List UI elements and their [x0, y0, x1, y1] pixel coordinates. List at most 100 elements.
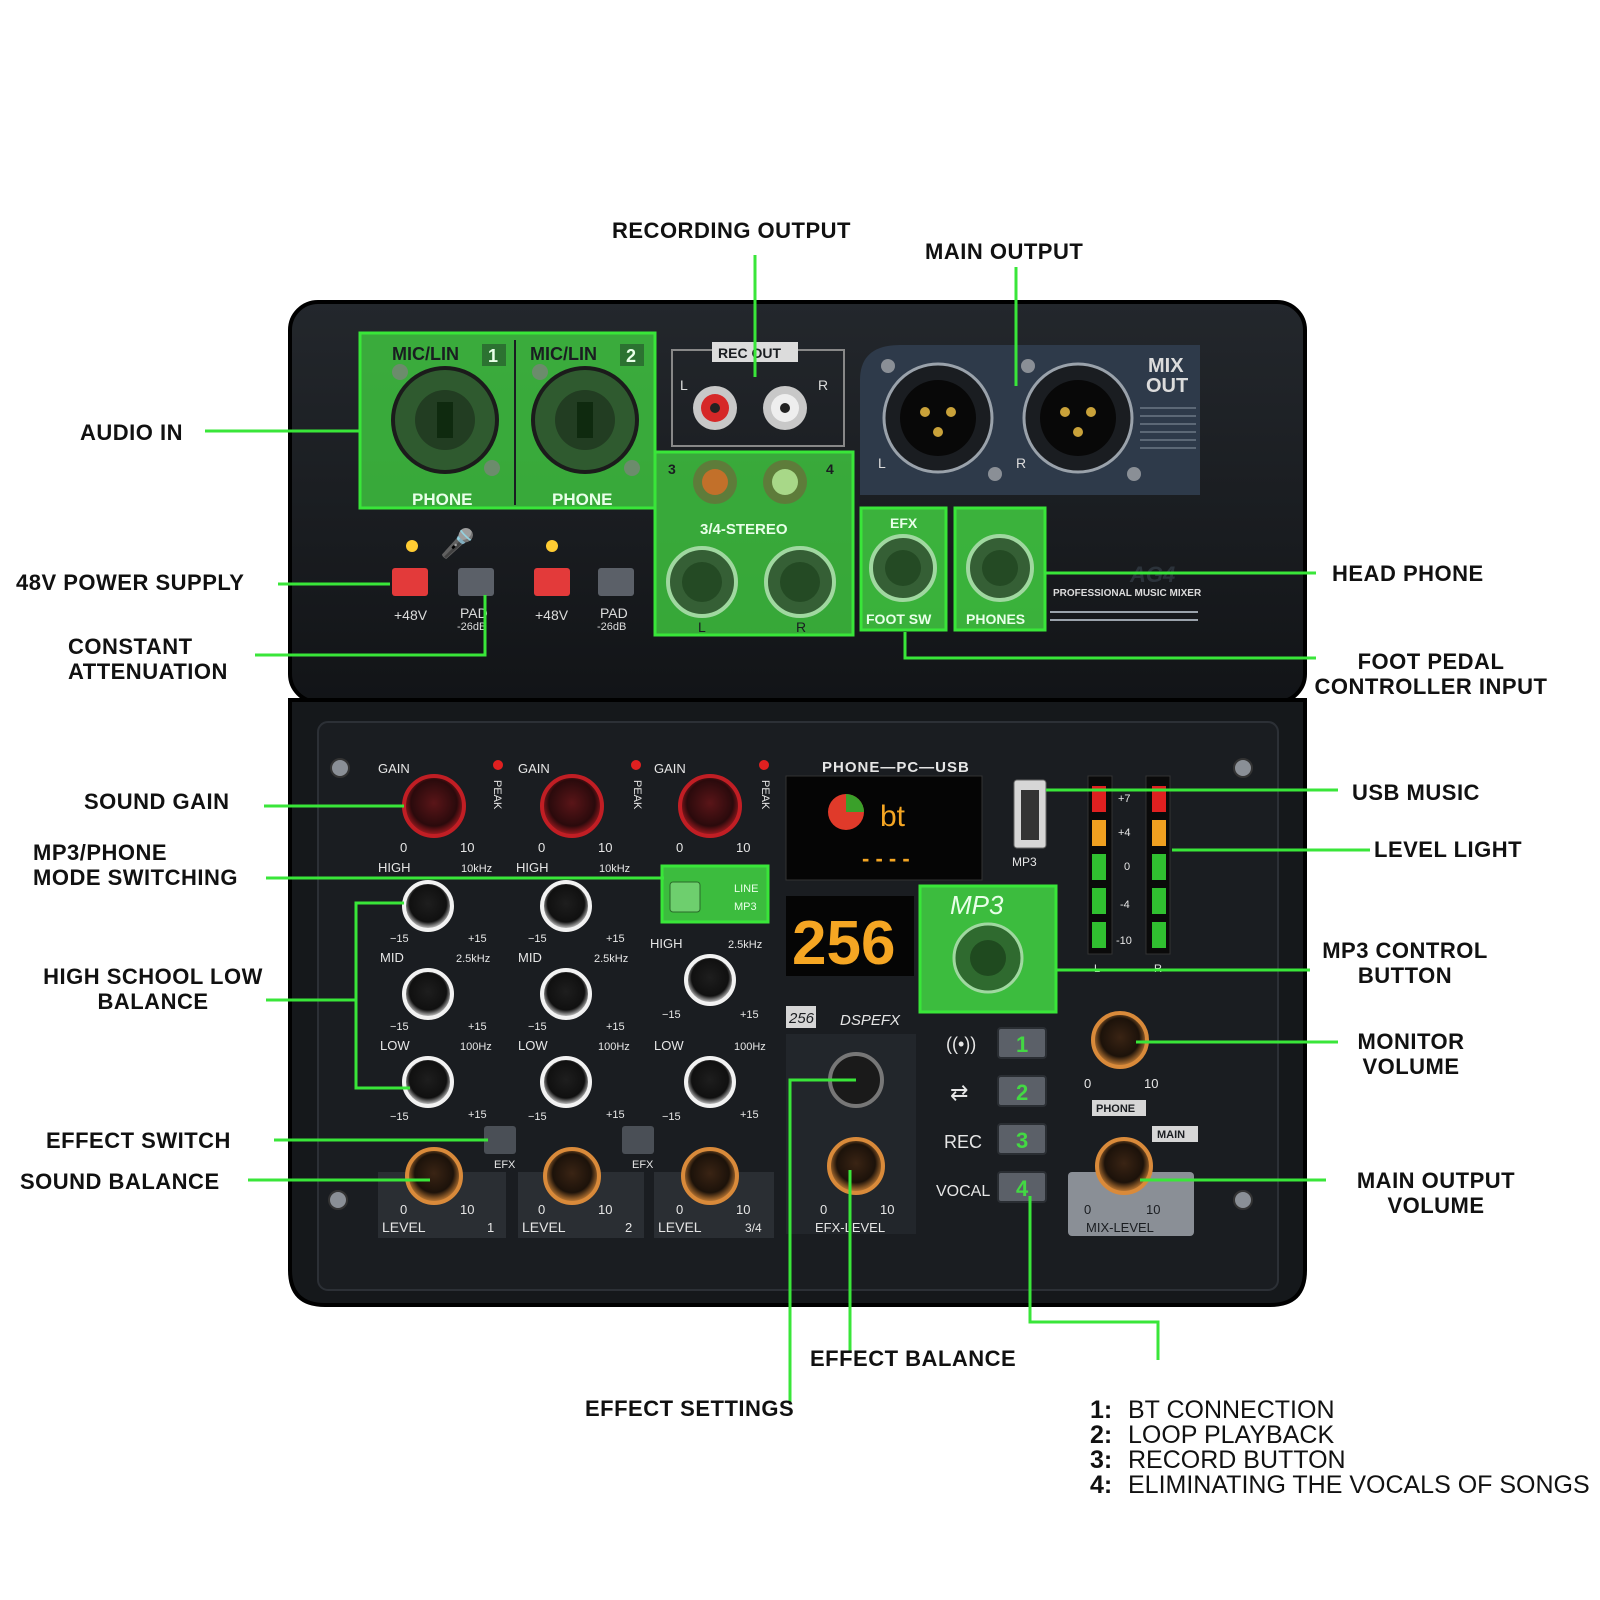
svg-text:MID: MID — [380, 950, 404, 965]
svg-text:+15: +15 — [606, 1021, 625, 1033]
callout-recording-output: RECORDING OUTPUT — [612, 218, 851, 243]
svg-text:+48V: +48V — [394, 607, 428, 623]
callout-sound-balance: SOUND BALANCE — [20, 1169, 220, 1194]
svg-text:GAIN: GAIN — [518, 761, 550, 776]
svg-text:256: 256 — [788, 1010, 815, 1027]
svg-text:+15: +15 — [740, 1109, 759, 1121]
svg-text:VOCAL: VOCAL — [936, 1183, 990, 1200]
svg-text:MAIN: MAIN — [1157, 1129, 1185, 1141]
combo-jack-2 — [531, 364, 640, 476]
svg-text:MP3: MP3 — [1012, 855, 1037, 869]
svg-text:+4: +4 — [1118, 827, 1131, 839]
svg-text:+15: +15 — [740, 1009, 759, 1021]
svg-text:PEAK: PEAK — [491, 780, 503, 810]
svg-text:2.5kHz: 2.5kHz — [456, 953, 490, 965]
svg-text:1: 1 — [487, 1220, 494, 1235]
svg-text:PAD: PAD — [600, 605, 628, 621]
svg-text:MIX: MIX — [1148, 355, 1184, 377]
svg-text:+7: +7 — [1118, 793, 1131, 805]
number-display — [786, 896, 914, 976]
svg-text:FOOT SW: FOOT SW — [866, 611, 932, 627]
pad-button-1 — [458, 568, 494, 596]
callout-audio-in: AUDIO IN — [80, 420, 183, 445]
svg-text:−15: −15 — [390, 933, 409, 945]
svg-text:2: 2 — [625, 1220, 632, 1235]
svg-text:R: R — [796, 619, 806, 635]
svg-text:1: 1 — [488, 346, 498, 366]
svg-text:MIX-LEVEL: MIX-LEVEL — [1086, 1220, 1154, 1235]
svg-text:-10: -10 — [1116, 935, 1132, 947]
svg-text:100Hz: 100Hz — [460, 1041, 492, 1053]
svg-text:L: L — [698, 619, 706, 635]
svg-text:−15: −15 — [528, 1021, 547, 1033]
svg-text:DSPEFX: DSPEFX — [840, 1012, 901, 1029]
efx-level-knob — [827, 1137, 885, 1195]
svg-text:PHONE: PHONE — [1096, 1103, 1135, 1115]
svg-text:10: 10 — [1146, 1202, 1160, 1217]
svg-text:REC OUT: REC OUT — [718, 345, 781, 361]
svg-text:−15: −15 — [528, 1111, 547, 1123]
level-meter-right — [1145, 775, 1171, 955]
svg-text:LINE: LINE — [734, 883, 758, 895]
monitor-volume-knob — [1091, 1011, 1149, 1069]
svg-text:L: L — [878, 455, 886, 471]
callout-constant-attenuation: CONSTANT ATTENUATION — [68, 634, 228, 684]
legend-item: 1:BT CONNECTION — [1090, 1396, 1335, 1424]
svg-text:R: R — [818, 377, 828, 393]
callout-lines — [205, 255, 1370, 1402]
svg-text:1: 1 — [1016, 1032, 1028, 1057]
svg-text:LOW: LOW — [380, 1038, 410, 1053]
svg-text:HIGH: HIGH — [650, 936, 683, 951]
callout-usb-music: USB MUSIC — [1352, 780, 1480, 805]
mic-lin-1-label: MIC/LIN — [392, 344, 459, 364]
svg-text:((•)): ((•)) — [946, 1034, 976, 1054]
svg-text:PAD: PAD — [460, 605, 488, 621]
svg-text:PHONES: PHONES — [966, 611, 1025, 627]
svg-text:GAIN: GAIN — [378, 761, 410, 776]
svg-text:R: R — [1016, 455, 1026, 471]
svg-text:100Hz: 100Hz — [598, 1041, 630, 1053]
svg-text:bt: bt — [880, 800, 906, 833]
svg-text:3/4-STEREO: 3/4-STEREO — [700, 521, 788, 538]
phantom-48v-button-1 — [392, 568, 428, 596]
svg-text:+15: +15 — [468, 1021, 487, 1033]
svg-text:MP3: MP3 — [950, 890, 1004, 920]
svg-text:−15: −15 — [390, 1021, 409, 1033]
svg-text:REC: REC — [944, 1132, 982, 1152]
svg-text:LEVEL: LEVEL — [658, 1219, 702, 1235]
svg-text:3/4: 3/4 — [745, 1221, 762, 1235]
mic-lin-2-label: MIC/LIN — [530, 344, 597, 364]
svg-text:-26dB: -26dB — [597, 621, 626, 633]
callout-mp3-control: MP3 CONTROL BUTTON — [1322, 938, 1488, 988]
callout-effect-switch: EFFECT SWITCH — [46, 1128, 231, 1153]
svg-text:PHONE: PHONE — [552, 490, 612, 509]
svg-text:−15: −15 — [662, 1009, 681, 1021]
svg-text:100Hz: 100Hz — [734, 1041, 766, 1053]
callout-monitor-volume: MONITOR VOLUME — [1357, 1029, 1465, 1079]
svg-text:0: 0 — [676, 840, 683, 855]
svg-text:256: 256 — [792, 909, 895, 978]
callout-level-light: LEVEL LIGHT — [1374, 837, 1523, 862]
legend-item: 4:ELIMINATING THE VOCALS OF SONGS — [1090, 1471, 1590, 1499]
svg-text:MP3: MP3 — [734, 901, 757, 913]
svg-text:−15: −15 — [390, 1111, 409, 1123]
svg-text:🎤: 🎤 — [440, 526, 475, 560]
function-buttons — [997, 1027, 1047, 1203]
svg-text:10: 10 — [880, 1202, 894, 1217]
svg-text:−15: −15 — [662, 1111, 681, 1123]
svg-text:0: 0 — [1084, 1076, 1091, 1091]
svg-text:HIGH: HIGH — [378, 860, 411, 875]
screws — [328, 758, 1253, 1210]
svg-text:⇄: ⇄ — [950, 1080, 968, 1105]
callout-main-output-volume: MAIN OUTPUT VOLUME — [1356, 1168, 1516, 1218]
svg-text:+48V: +48V — [535, 607, 569, 623]
svg-text:0: 0 — [400, 1202, 407, 1217]
svg-text:0: 0 — [1124, 861, 1130, 873]
svg-text:−15: −15 — [528, 933, 547, 945]
svg-text:10: 10 — [460, 840, 474, 855]
svg-text:PHONE—PC—USB: PHONE—PC—USB — [822, 759, 970, 776]
legend-item: 3:RECORD BUTTON — [1090, 1446, 1346, 1474]
svg-text:2: 2 — [626, 346, 636, 366]
callout-mode-switching: MP3/PHONE MODE SWITCHING — [33, 840, 238, 890]
